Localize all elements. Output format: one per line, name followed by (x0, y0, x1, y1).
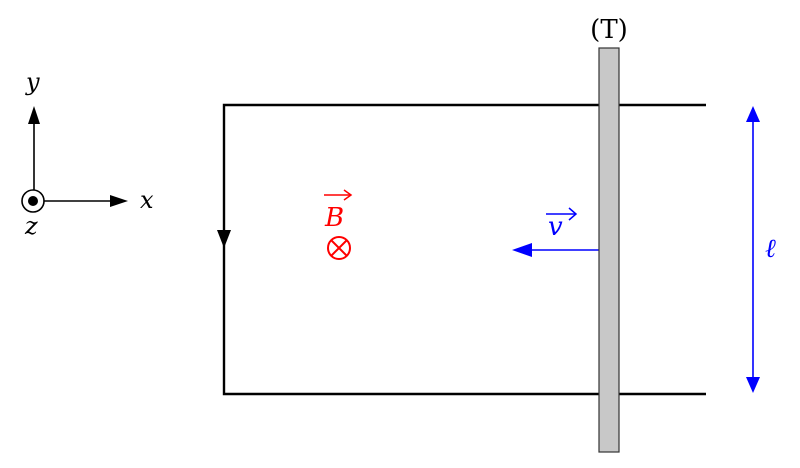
up-arrow-icon (746, 106, 760, 122)
velocity-vector: v (512, 207, 608, 257)
into-page-cross-icon (327, 236, 351, 260)
y-arrow-icon (28, 106, 40, 124)
length-dimension: ℓ (746, 106, 776, 393)
z-axis-label: z (24, 212, 38, 240)
sliding-bar[interactable] (598, 47, 620, 453)
rails (217, 103, 706, 396)
field-label: B (324, 203, 344, 233)
velocity-label: v (548, 212, 563, 242)
current-arrow-icon (217, 230, 231, 248)
x-axis-label: x (140, 186, 154, 214)
bar-label: (T) (590, 15, 628, 45)
vector-arrow-icon (568, 207, 578, 221)
x-arrow-icon (110, 195, 128, 207)
down-arrow-icon (746, 377, 760, 393)
y-axis-label: y (25, 68, 40, 96)
left-arrow-icon (512, 243, 532, 257)
vector-arrow-icon (343, 189, 353, 201)
coordinate-axes (21, 106, 128, 213)
length-label: ℓ (765, 234, 776, 264)
magnetic-field: B (324, 189, 353, 260)
